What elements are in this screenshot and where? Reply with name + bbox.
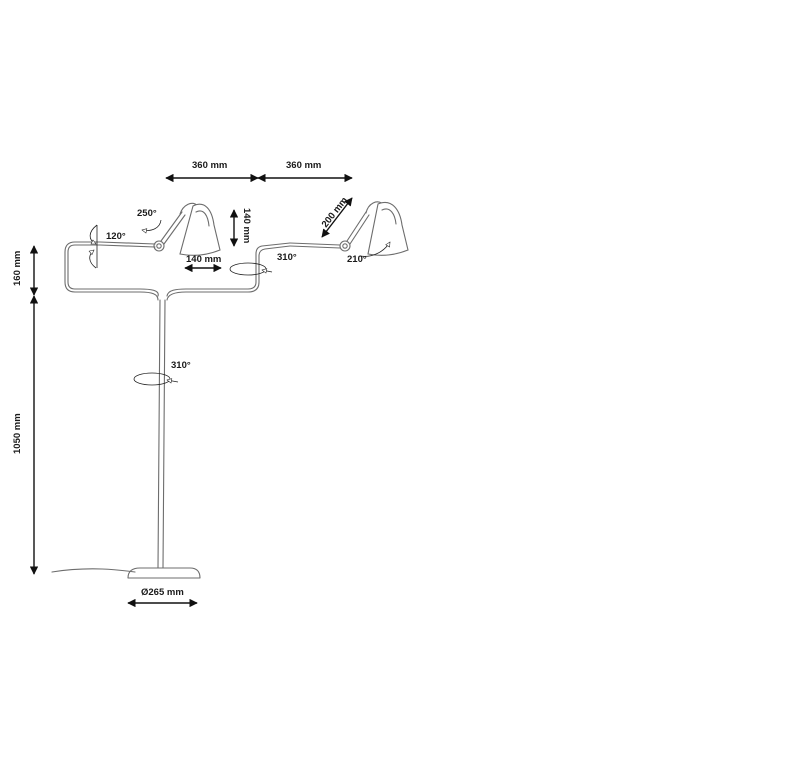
rotation-arrows xyxy=(89,219,391,386)
left-arm xyxy=(99,241,156,248)
rot-pole-label: 310° xyxy=(171,360,191,371)
arm-left-label: 360 mm xyxy=(192,160,227,171)
left-joint xyxy=(153,240,165,252)
rotation-arrow-icon xyxy=(359,242,391,257)
dimension-arrow-icon xyxy=(321,197,353,238)
rotation-arrow-icon xyxy=(89,224,98,245)
right-arm xyxy=(289,242,341,249)
rot-left-arm-label: 120° xyxy=(106,231,126,242)
lamp-height-left-label: 140 mm xyxy=(241,208,252,243)
rot-left-shade-label: 250° xyxy=(137,208,157,219)
lamp-base xyxy=(127,567,201,579)
arm-right-diag-label: 200 mm xyxy=(320,195,350,230)
right-elbow-arm xyxy=(346,211,370,245)
right-joint xyxy=(339,240,351,252)
elbow-left-label: 140 mm xyxy=(186,254,221,265)
right-crossbar-outer xyxy=(166,245,291,301)
rot-right-shade-label: 210° xyxy=(347,254,367,265)
stand-height-label: 1050 mm xyxy=(12,413,23,454)
upper-height-label: 160 mm xyxy=(12,251,23,286)
rotation-arrow-icon xyxy=(142,219,162,231)
rot-mid-joint-label: 310° xyxy=(277,252,297,263)
left-crossbar-outer xyxy=(64,241,159,301)
arm-right-label: 360 mm xyxy=(286,160,321,171)
left-crossbar xyxy=(67,244,159,297)
base-diameter-label: Ø265 mm xyxy=(141,587,184,598)
dimension-lines xyxy=(29,173,353,608)
left-lamp-shade xyxy=(179,203,221,256)
rotation-arrow-icon xyxy=(229,262,267,276)
rotation-arrow-icon xyxy=(90,250,97,269)
lamp-pole xyxy=(157,299,166,569)
right-lamp-shade xyxy=(367,202,409,256)
left-elbow-arm xyxy=(160,211,186,245)
power-cable xyxy=(51,568,136,573)
lamp-structure xyxy=(51,201,409,579)
right-crossbar xyxy=(166,242,291,297)
